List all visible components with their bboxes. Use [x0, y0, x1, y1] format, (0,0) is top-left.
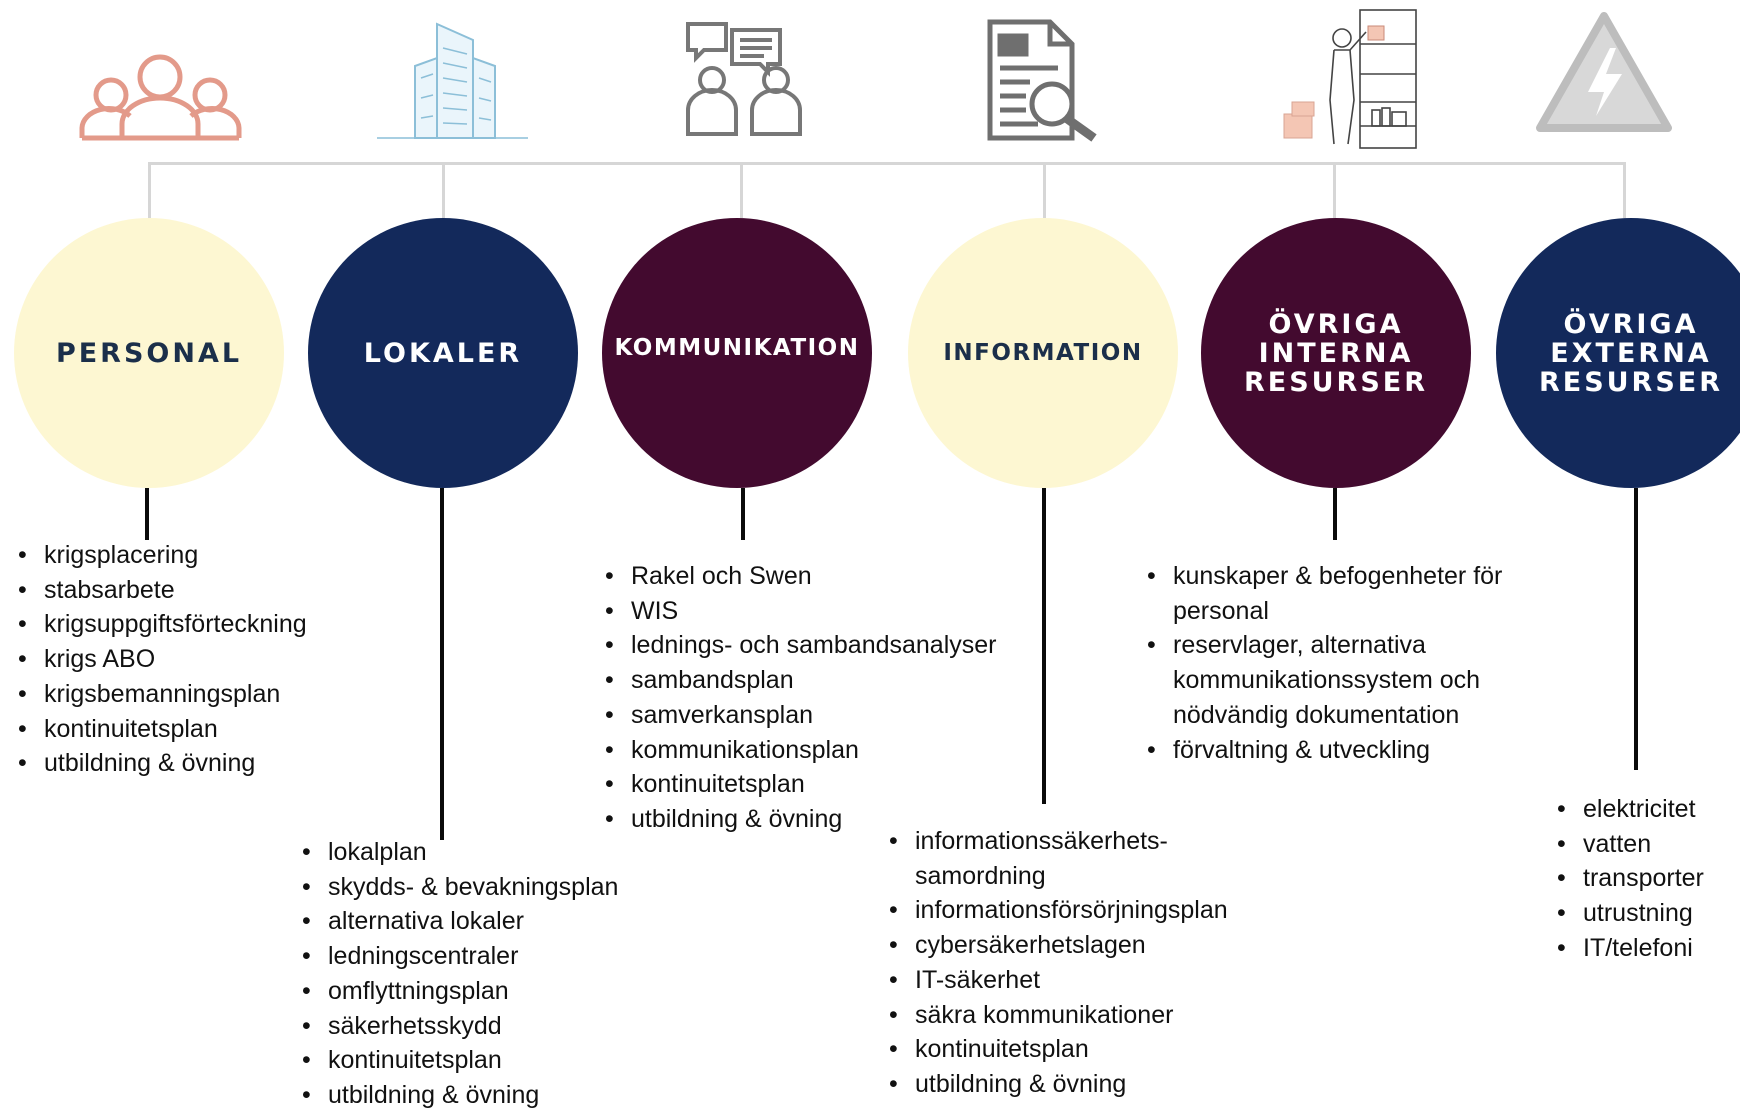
- stem-information: [1042, 488, 1046, 804]
- list-item: kontinuitetsplan: [18, 712, 307, 747]
- list-item: informationssäkerhets- samordning: [889, 824, 1228, 893]
- list-item: krigsbemanningsplan: [18, 677, 307, 712]
- people-group-icon: [79, 54, 242, 141]
- list-item: utbildning & övning: [605, 802, 997, 837]
- category-circle-interna: ÖVRIGA INTERNA RESURSER: [1201, 218, 1471, 488]
- category-circle-personal: PERSONAL: [14, 218, 284, 488]
- list-item: IT-säkerhet: [889, 963, 1228, 998]
- list-item: kommunikationsplan: [605, 733, 997, 768]
- list-item: alternativa lokaler: [302, 904, 618, 939]
- list-item: reservlager, alternativa kommunikationss…: [1147, 628, 1502, 732]
- list-item: informationsförsörjningsplan: [889, 893, 1228, 928]
- list-item: omflyttningsplan: [302, 974, 618, 1009]
- list-item: utbildning & övning: [302, 1078, 618, 1113]
- list-item: stabsarbete: [18, 573, 307, 608]
- list-item: vatten: [1557, 827, 1704, 862]
- list-item: lokalplan: [302, 835, 618, 870]
- list-item: Rakel och Swen: [605, 559, 997, 594]
- list-item: cybersäkerhetslagen: [889, 928, 1228, 963]
- interna-list: kunskaper & befogenheter för personal re…: [1147, 559, 1502, 767]
- category-circle-information: INFORMATION: [908, 218, 1178, 488]
- warning-electricity-icon: [1536, 12, 1672, 132]
- connector-drop-interna: [1333, 162, 1336, 218]
- list-item: krigsplacering: [18, 538, 307, 573]
- list-item: WIS: [605, 594, 997, 629]
- category-title-interna: ÖVRIGA INTERNA RESURSER: [1243, 308, 1429, 398]
- list-item: elektricitet: [1557, 792, 1704, 827]
- category-title-kommunikation: KOMMUNIKATION: [614, 334, 860, 361]
- list-item: skydds- & bevakningsplan: [302, 870, 618, 905]
- connector-drop-personal: [148, 162, 151, 218]
- list-item: sambandsplan: [605, 663, 997, 698]
- stem-kommunikation: [741, 488, 745, 540]
- category-title-lokaler: LOKALER: [363, 337, 523, 369]
- category-circle-kommunikation: KOMMUNIKATION: [602, 218, 872, 488]
- list-item: krigsuppgiftsförteckning: [18, 607, 307, 642]
- list-item: kontinuitetsplan: [605, 767, 997, 802]
- kommunikation-list: Rakel och Swen WIS lednings- och samband…: [605, 559, 997, 837]
- category-title-information: INFORMATION: [943, 339, 1143, 366]
- category-circle-lokaler: LOKALER: [308, 218, 578, 488]
- list-item: utbildning & övning: [18, 746, 307, 781]
- list-item: utbildning & övning: [889, 1067, 1228, 1102]
- lokaler-list: lokalplan skydds- & bevakningsplan alter…: [302, 835, 618, 1113]
- list-item: säkra kommunikationer: [889, 998, 1228, 1033]
- category-title-personal: PERSONAL: [55, 337, 243, 369]
- list-item: kunskaper & befogenheter för personal: [1147, 559, 1502, 628]
- list-item: transporter: [1557, 861, 1704, 896]
- list-item: ledningscentraler: [302, 939, 618, 974]
- stem-interna: [1333, 488, 1337, 540]
- list-item: säkerhetsskydd: [302, 1009, 618, 1044]
- list-item: kontinuitetsplan: [302, 1043, 618, 1078]
- connector-drop-lokaler: [442, 162, 445, 218]
- office-building-icon: [377, 22, 528, 139]
- externa-list: elektricitet vatten transporter utrustni…: [1557, 792, 1704, 966]
- document-search-icon: [987, 19, 1097, 142]
- list-item: samverkansplan: [605, 698, 997, 733]
- stem-lokaler: [440, 488, 444, 840]
- stem-externa: [1634, 488, 1638, 770]
- list-item: IT/telefoni: [1557, 931, 1704, 966]
- list-item: kontinuitetsplan: [889, 1032, 1228, 1067]
- connector-drop-externa: [1623, 162, 1626, 218]
- top-connector-bar: [148, 162, 1626, 165]
- personal-list: krigsplacering stabsarbete krigsuppgifts…: [18, 538, 307, 781]
- storage-shelf-icon: [1283, 9, 1417, 149]
- category-circle-externa: ÖVRIGA EXTERNA RESURSER: [1496, 218, 1740, 488]
- list-item: förvaltning & utveckling: [1147, 733, 1502, 768]
- list-item: krigs ABO: [18, 642, 307, 677]
- information-list: informationssäkerhets- samordning inform…: [889, 824, 1228, 1102]
- conversation-icon: [686, 22, 802, 136]
- connector-drop-information: [1043, 162, 1046, 218]
- list-item: utrustning: [1557, 896, 1704, 931]
- stem-personal: [145, 488, 149, 540]
- category-title-externa: ÖVRIGA EXTERNA RESURSER: [1538, 308, 1724, 398]
- connector-drop-kommunikation: [740, 162, 743, 218]
- list-item: lednings- och sambandsanalyser: [605, 628, 997, 663]
